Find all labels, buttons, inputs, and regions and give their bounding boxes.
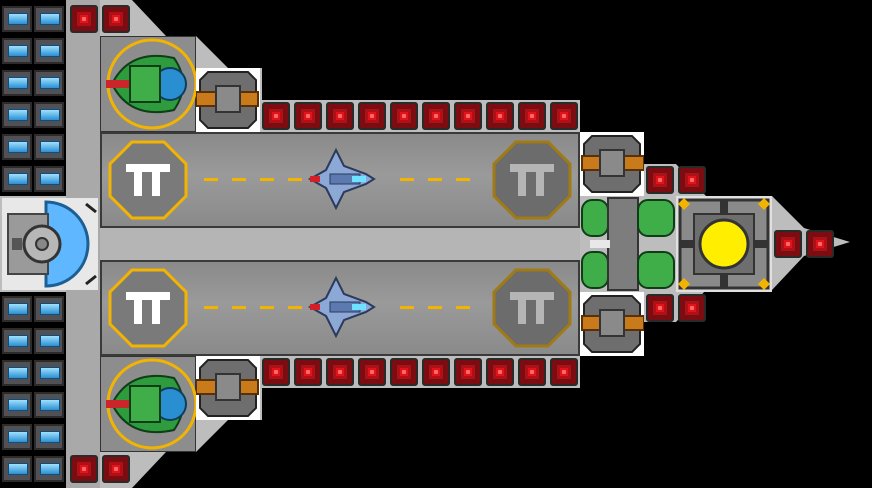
battery-cell-icon[interactable] (34, 328, 64, 354)
armor-block-icon[interactable] (294, 102, 322, 130)
turret-icon[interactable] (196, 68, 260, 132)
battery-cell-icon[interactable] (2, 328, 32, 354)
armor-block-icon[interactable] (678, 294, 706, 322)
armor-block-icon[interactable] (262, 102, 290, 130)
battery-cell-icon[interactable] (34, 360, 64, 386)
shield-generator-icon[interactable] (2, 198, 98, 290)
battery-cell-icon[interactable] (2, 166, 32, 192)
battery-cell-icon[interactable] (2, 38, 32, 64)
battery-cell-icon[interactable] (34, 424, 64, 450)
armor-block-icon[interactable] (102, 455, 130, 483)
engine-icon[interactable] (100, 356, 196, 452)
armor-block-icon[interactable] (390, 102, 418, 130)
battery-cell-icon[interactable] (34, 392, 64, 418)
battery-cell-icon[interactable] (2, 296, 32, 322)
armor-block-icon[interactable] (326, 358, 354, 386)
armor-block-icon[interactable] (390, 358, 418, 386)
battery-cell-icon[interactable] (2, 456, 32, 482)
armor-block-icon[interactable] (102, 5, 130, 33)
armor-block-icon[interactable] (774, 230, 802, 258)
armor-block-icon[interactable] (550, 358, 578, 386)
battery-cell-icon[interactable] (2, 70, 32, 96)
engine-icon[interactable] (100, 36, 196, 132)
battery-cell-icon[interactable] (34, 6, 64, 32)
battery-cell-icon[interactable] (34, 102, 64, 128)
armor-block-icon[interactable] (454, 358, 482, 386)
armor-block-icon[interactable] (422, 358, 450, 386)
armor-block-icon[interactable] (70, 455, 98, 483)
armor-block-icon[interactable] (806, 230, 834, 258)
battery-cell-icon[interactable] (34, 134, 64, 160)
battery-cell-icon[interactable] (34, 166, 64, 192)
armor-block-icon[interactable] (518, 358, 546, 386)
armor-block-icon[interactable] (326, 102, 354, 130)
armor-block-icon[interactable] (422, 102, 450, 130)
armor-block-icon[interactable] (358, 358, 386, 386)
armor-block-icon[interactable] (486, 102, 514, 130)
reactor-core-icon[interactable] (676, 196, 772, 292)
turret-icon[interactable] (580, 132, 644, 196)
landing-pad-icon[interactable] (108, 268, 188, 348)
battery-cell-icon[interactable] (2, 134, 32, 160)
fighter-craft-icon[interactable] (306, 146, 376, 212)
landing-pad-icon[interactable] (108, 140, 188, 220)
armor-block-icon[interactable] (646, 294, 674, 322)
turret-icon[interactable] (580, 292, 644, 356)
fighter-craft-icon[interactable] (306, 274, 376, 340)
battery-cell-icon[interactable] (34, 456, 64, 482)
armor-block-icon[interactable] (678, 166, 706, 194)
armor-block-icon[interactable] (550, 102, 578, 130)
armor-block-icon[interactable] (646, 166, 674, 194)
armor-block-icon[interactable] (486, 358, 514, 386)
battery-cell-icon[interactable] (2, 6, 32, 32)
battery-cell-icon[interactable] (2, 424, 32, 450)
armor-block-icon[interactable] (518, 102, 546, 130)
battery-cell-icon[interactable] (2, 392, 32, 418)
battery-cell-icon[interactable] (34, 70, 64, 96)
armor-block-icon[interactable] (70, 5, 98, 33)
battery-cell-icon[interactable] (2, 360, 32, 386)
armor-block-icon[interactable] (454, 102, 482, 130)
armor-block-icon[interactable] (262, 358, 290, 386)
battery-cell-icon[interactable] (2, 102, 32, 128)
landing-pad-icon[interactable] (492, 268, 572, 348)
landing-pad-icon[interactable] (492, 140, 572, 220)
battery-cell-icon[interactable] (34, 296, 64, 322)
turret-icon[interactable] (196, 356, 260, 420)
armor-block-icon[interactable] (358, 102, 386, 130)
armor-block-icon[interactable] (294, 358, 322, 386)
engine-icon[interactable] (580, 196, 676, 292)
battery-cell-icon[interactable] (34, 38, 64, 64)
